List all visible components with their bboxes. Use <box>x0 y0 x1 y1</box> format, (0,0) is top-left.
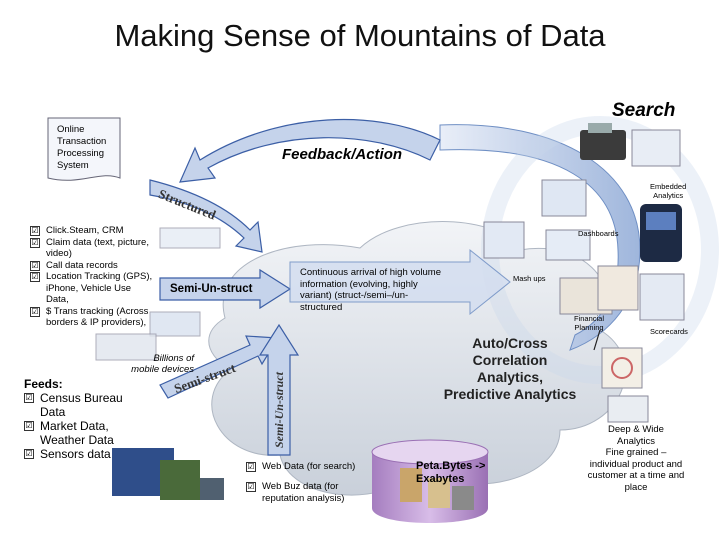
checkbox-icon: ☑ <box>30 272 40 282</box>
register-device <box>580 130 626 160</box>
list-item: ☑Claim data (text, picture, video) <box>30 236 149 259</box>
feedback-label: Feedback/Action <box>282 146 403 163</box>
checkbox-icon: ☑ <box>24 421 34 431</box>
list-item: ☑Call data records <box>30 259 118 271</box>
checkbox-icon: ☑ <box>246 482 256 492</box>
checkbox-icon: ☑ <box>24 393 34 403</box>
oltp-document <box>47 117 121 181</box>
weather-map-2 <box>160 460 200 500</box>
semi-un-struct-vertical-arrow <box>258 323 300 456</box>
checkbox-icon: ☑ <box>30 237 40 248</box>
feeds-block: Feeds: ☑Census Bureau Data ☑Market Data,… <box>24 377 134 461</box>
checkbox-icon: ☑ <box>30 260 40 271</box>
feedback-arc-arrow <box>179 118 441 183</box>
embedded-screen <box>631 129 681 167</box>
list-item: ☑$ Trans tracking (Across borders & IP p… <box>30 305 149 328</box>
continuous-arrival-text: Continuous arrival of high volume inform… <box>300 267 441 313</box>
map-thumbnail <box>601 347 643 389</box>
list-item: ☑Market Data, Weather Data <box>24 419 114 447</box>
scorecards-label: Scorecards <box>650 327 688 336</box>
list-item: ☑Web Buz data (for reputation analysis) <box>246 481 345 504</box>
data-cylinder <box>371 439 489 523</box>
list-item: ☑Web Data (for search) <box>246 461 356 472</box>
checkbox-icon: ☑ <box>246 462 256 472</box>
semi-un-struct-vertical-label: Semi-Un-struct <box>272 371 286 448</box>
structured-sources-list: ☑Click.Steam, CRM ☑Claim data (text, pic… <box>30 225 156 329</box>
semi-un-struct-arrow <box>159 268 292 310</box>
feeds-heading: Feeds: <box>24 377 63 391</box>
list-item: ☑Sensors data <box>24 447 111 461</box>
web-data-list: ☑Web Data (for search) ☑Web Buz data (fo… <box>246 461 376 505</box>
mashups-label: Mash ups <box>513 274 546 283</box>
search-label: Search <box>612 100 676 121</box>
list-item: ☑Location Tracking (GPS), iPhone, Vehicl… <box>30 271 153 305</box>
checkbox-icon: ☑ <box>24 449 34 459</box>
list-item: ☑Click.Steam, CRM <box>30 225 124 236</box>
dashboards-label: Dashboards <box>578 229 619 238</box>
list-item: ☑Census Bureau Data <box>24 391 123 419</box>
structured-arrow <box>149 179 263 253</box>
semi-un-struct-label: Semi-Un-struct <box>170 283 253 295</box>
checkbox-icon: ☑ <box>30 226 40 236</box>
checkbox-icon: ☑ <box>30 306 40 317</box>
page-title: Making Sense of Mountains of Data <box>114 18 606 53</box>
continuous-arrow <box>289 248 511 316</box>
petabytes-label: Peta.Bytes ->Exabytes <box>416 460 486 485</box>
